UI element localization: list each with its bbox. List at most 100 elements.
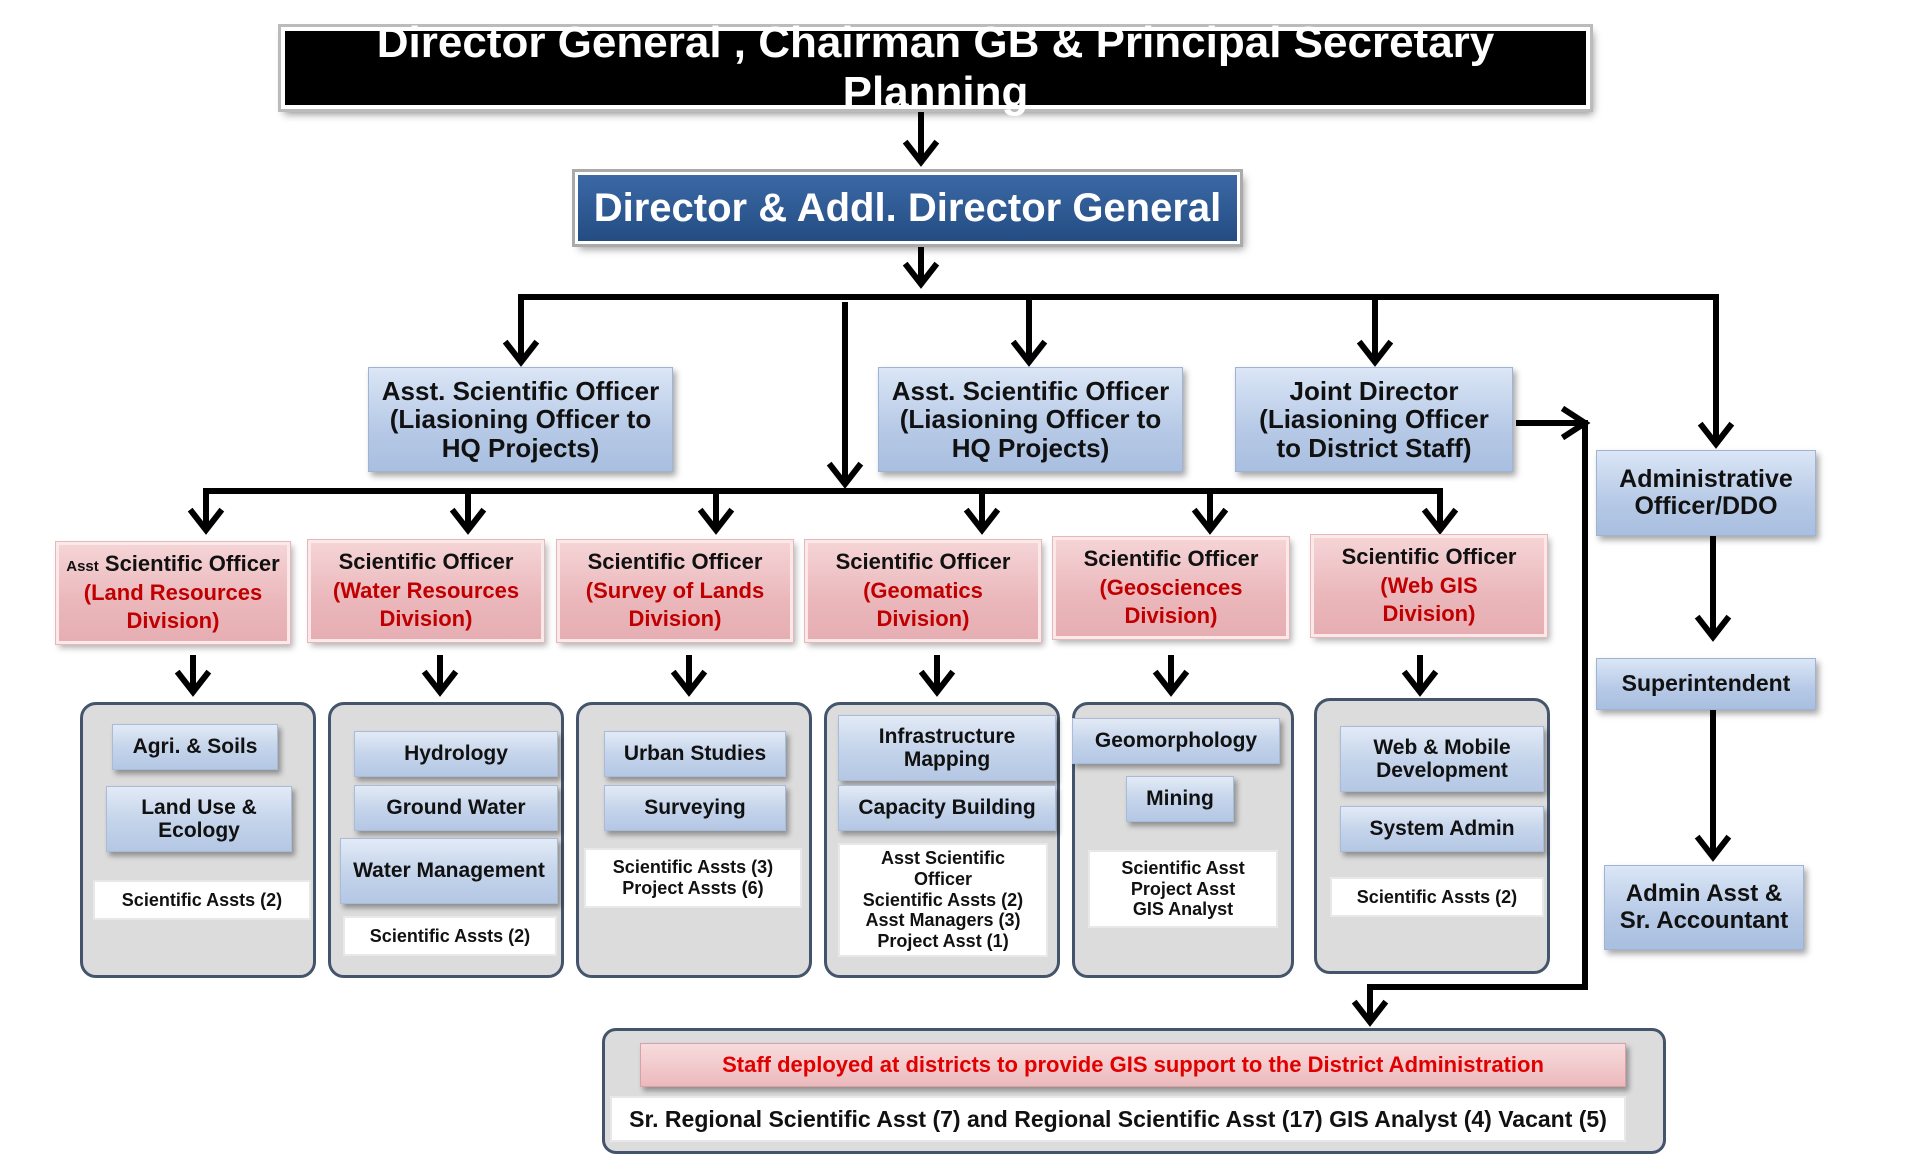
unit-box: Geomorphology — [1072, 718, 1280, 764]
unit-box: Surveying — [604, 785, 786, 831]
staff-line: Officer — [913, 868, 973, 889]
arrowhead — [1694, 614, 1732, 642]
unit-box: Infrastructure Mapping — [838, 715, 1056, 781]
admin-asst-line: Sr. Accountant — [1619, 906, 1789, 934]
arrowhead — [697, 507, 735, 535]
arrowhead — [1694, 834, 1732, 862]
liaison-line: HQ Projects) — [441, 432, 600, 463]
division-head-survey-of-lands: Scientific Officer (Survey of Lands Divi… — [557, 540, 793, 642]
liaison-line: Joint Director — [1289, 375, 1459, 406]
arrowhead — [1152, 669, 1190, 697]
staff-line: Project Asst — [1130, 878, 1236, 899]
district-staff-details: Sr. Regional Scientific Asst (7) and Reg… — [610, 1096, 1626, 1142]
arrowhead — [449, 507, 487, 535]
staff-line: Project Assts (6) — [622, 878, 764, 898]
arrowhead — [670, 669, 708, 697]
director-box: Director & Addl. Director General — [575, 172, 1240, 244]
district-heading-text: Staff deployed at districts to provide G… — [722, 1052, 1544, 1077]
staff-line: Scientific Assts (2) — [121, 889, 283, 910]
division-head-geomatics: Scientific Officer (Geomatics Division) — [805, 540, 1041, 642]
arrowhead — [187, 507, 225, 535]
liaison-line: (Liasioning Officer to — [899, 404, 1162, 435]
unit-label: System Admin — [1369, 817, 1515, 841]
arrowhead — [174, 669, 212, 697]
unit-box: Agri. & Soils — [112, 724, 278, 770]
staff-line: Scientific Assts (3) — [612, 857, 774, 878]
division-name: (Water Resources — [332, 577, 520, 603]
arrowhead — [421, 669, 459, 697]
director-general-title: Director General , Chairman GB & Princip… — [376, 18, 1495, 117]
unit-box: Water Management — [340, 838, 558, 904]
liaison-line: (Liasioning Officer to — [389, 404, 652, 435]
liaison-box-3: Joint Director (Liasioning Officer to Di… — [1235, 367, 1513, 472]
admin-asst-box: Admin Asst & Sr. Accountant — [1604, 865, 1804, 950]
liaison-line: (Liasioning Officer — [1259, 404, 1489, 435]
unit-box: Ground Water — [354, 785, 558, 831]
unit-label: Mining — [1146, 787, 1214, 811]
liaison-line: Asst. Scientific Officer — [381, 375, 660, 406]
staff-line: Project Asst (1) — [877, 931, 1009, 952]
arrowhead — [902, 261, 940, 289]
division-prefix: Asst — [66, 558, 99, 576]
unit-label: Hydrology — [404, 742, 508, 766]
director-title: Director & Addl. Director General — [593, 185, 1222, 230]
connector-joint-district — [1367, 420, 1588, 1023]
arrowhead — [826, 461, 864, 489]
arrowhead — [1697, 421, 1735, 449]
staff-note: Scientific Assts (2) — [343, 916, 557, 956]
district-staff-heading: Staff deployed at districts to provide G… — [640, 1043, 1626, 1087]
staff-line: GIS Analyst — [1132, 899, 1234, 920]
arrowhead — [502, 339, 540, 367]
liaison-box-2: Asst. Scientific Officer (Liasioning Off… — [878, 367, 1183, 472]
division-name: (Geosciences — [1099, 574, 1243, 600]
division-suffix: Division) — [1382, 601, 1476, 627]
division-head-geosciences: Scientific Officer (Geosciences Division… — [1053, 537, 1289, 639]
division-name: (Geomatics — [863, 577, 983, 603]
unit-box: System Admin — [1340, 806, 1544, 852]
arrowhead — [1560, 405, 1591, 441]
division-name: (Land Resources — [83, 579, 263, 605]
admin-asst-line: Admin Asst & — [1625, 880, 1783, 908]
division-suffix: Division) — [1124, 603, 1218, 629]
arrowhead — [1351, 999, 1389, 1027]
unit-label: Web & Mobile Development — [1373, 735, 1511, 782]
district-staff-text: Sr. Regional Scientific Asst (7) and Reg… — [629, 1105, 1607, 1132]
arrowhead — [1191, 507, 1229, 535]
unit-label: Surveying — [644, 796, 746, 820]
unit-label: Urban Studies — [623, 742, 767, 766]
unit-box: Land Use & Ecology — [106, 786, 292, 852]
unit-label: Capacity Building — [858, 796, 1036, 820]
arrowhead — [918, 669, 956, 697]
arrowhead — [902, 139, 940, 167]
unit-box: Mining — [1126, 776, 1234, 822]
staff-note: Scientific Assts (2) — [93, 880, 311, 920]
liaison-line: to District Staff) — [1276, 432, 1472, 463]
division-title: Scientific Officer — [1083, 546, 1259, 572]
admin-officer-line: Administrative — [1619, 464, 1793, 493]
admin-officer-line: Officer/DDO — [1634, 492, 1778, 520]
unit-label: Infrastructure Mapping — [878, 724, 1016, 771]
administrative-officer-box: Administrative Officer/DDO — [1596, 450, 1816, 536]
division-suffix: Division) — [876, 606, 970, 632]
unit-label: Ground Water — [386, 796, 526, 820]
arrowhead — [1356, 339, 1394, 367]
director-general-box: Director General , Chairman GB & Princip… — [281, 18, 1590, 117]
staff-line: Scientific Asst — [1121, 857, 1245, 878]
unit-box: Urban Studies — [604, 731, 786, 777]
staff-line: Scientific Assts (2) — [369, 925, 531, 946]
staff-line: Asst Scientific — [880, 848, 1006, 869]
staff-note: Scientific Assts (3) Project Assts (6) — [584, 848, 802, 908]
division-title: Scientific Officer — [587, 549, 763, 575]
staff-note: Asst Scientific Officer Scientific Assts… — [838, 843, 1048, 957]
division-suffix: Division) — [628, 606, 722, 632]
division-title-line: Asst Scientific Officer — [66, 550, 279, 579]
unit-box: Web & Mobile Development — [1340, 726, 1544, 792]
staff-note: Scientific Asst Project Asst GIS Analyst — [1088, 850, 1278, 928]
division-suffix: Division) — [126, 608, 220, 634]
division-head-land-resources: Asst Scientific Officer (Land Resources … — [56, 542, 290, 644]
unit-label: Agri. & Soils — [132, 735, 258, 759]
unit-box: Capacity Building — [838, 785, 1056, 831]
unit-label: Geomorphology — [1094, 729, 1258, 753]
